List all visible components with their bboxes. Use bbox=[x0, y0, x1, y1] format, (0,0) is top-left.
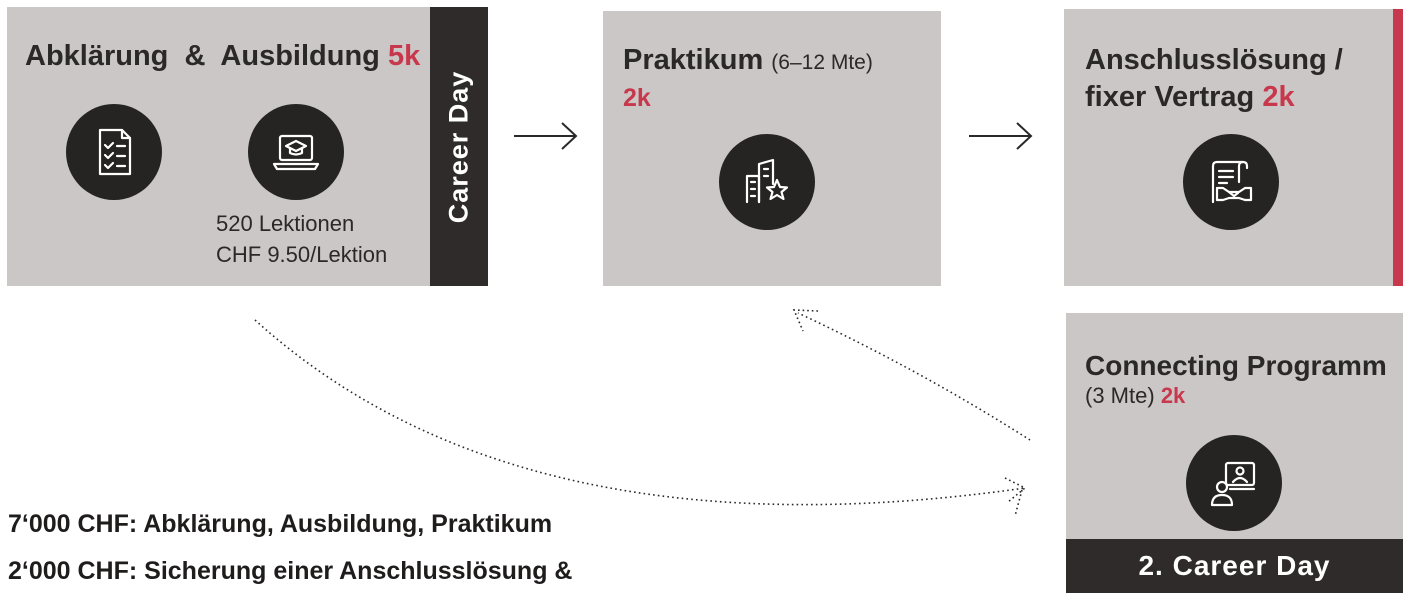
title-abklaerung: Abklärung bbox=[25, 40, 169, 72]
dotted-arrow-to-praktikum bbox=[797, 312, 1031, 441]
step-abklaerung-ausbildung: Abklärung & Ausbildung 5k 520 Lektionen … bbox=[7, 7, 430, 286]
price-5k: 5k bbox=[387, 40, 421, 72]
title-line1: Anschlusslösung / bbox=[1085, 44, 1343, 76]
online-meeting-icon bbox=[1186, 435, 1282, 531]
building-star-icon bbox=[719, 134, 815, 230]
career-day-banner: 2. Career Day bbox=[1066, 539, 1403, 593]
career-day-bar: Career Day bbox=[430, 7, 488, 286]
step-title-line2: fixer Vertrag 2k bbox=[1085, 80, 1295, 115]
contract-handshake-icon bbox=[1183, 134, 1279, 230]
lesson-price: CHF 9.50/Lektion bbox=[216, 242, 388, 267]
dotted-arrow-to-connecting bbox=[254, 319, 1026, 506]
career-day-2-label: 2. Career Day bbox=[1138, 550, 1331, 581]
arrow-right-icon bbox=[969, 122, 1033, 150]
price-2k: 2k bbox=[1262, 81, 1295, 113]
lessons-count: 520 Lektionen bbox=[216, 211, 355, 236]
step-title: Abklärung & Ausbildung 5k bbox=[25, 39, 420, 74]
title-ausbildung: Ausbildung bbox=[220, 40, 380, 72]
checklist-icon bbox=[66, 104, 162, 200]
title-line2: fixer Vertrag bbox=[1085, 81, 1255, 113]
title-praktikum: Praktikum bbox=[623, 44, 764, 76]
duration: (3 Mte) bbox=[1085, 383, 1155, 408]
price-2k: 2k bbox=[623, 84, 651, 112]
accent-stripe bbox=[1393, 9, 1403, 286]
arrow-right-icon bbox=[514, 122, 578, 150]
dotted-tick bbox=[1014, 489, 1023, 517]
cost-note-1: 7‘000 CHF: Abklärung, Ausbildung, Prakti… bbox=[8, 510, 553, 538]
title-connecting: Connecting Programm bbox=[1085, 350, 1387, 381]
ampersand: & bbox=[184, 40, 206, 72]
laptop-graduation-icon bbox=[248, 104, 344, 200]
cost-note-2: 2‘000 CHF: Sicherung einer Anschlusslösu… bbox=[8, 557, 573, 585]
step-anschlussloesung: Anschlusslösung / fixer Vertrag 2k bbox=[1064, 9, 1393, 286]
step-title: Praktikum (6–12 Mte) bbox=[623, 43, 873, 78]
step-connecting-programm: Connecting Programm (3 Mte) 2k bbox=[1066, 313, 1403, 539]
step-praktikum: Praktikum (6–12 Mte) 2k bbox=[603, 11, 941, 286]
dotted-arrowhead bbox=[1004, 477, 1027, 503]
dotted-arrowhead bbox=[792, 309, 819, 332]
step-subtitle: (3 Mte) 2k bbox=[1085, 383, 1185, 409]
duration: (6–12 Mte) bbox=[771, 51, 873, 74]
price-2k: 2k bbox=[1160, 383, 1186, 408]
